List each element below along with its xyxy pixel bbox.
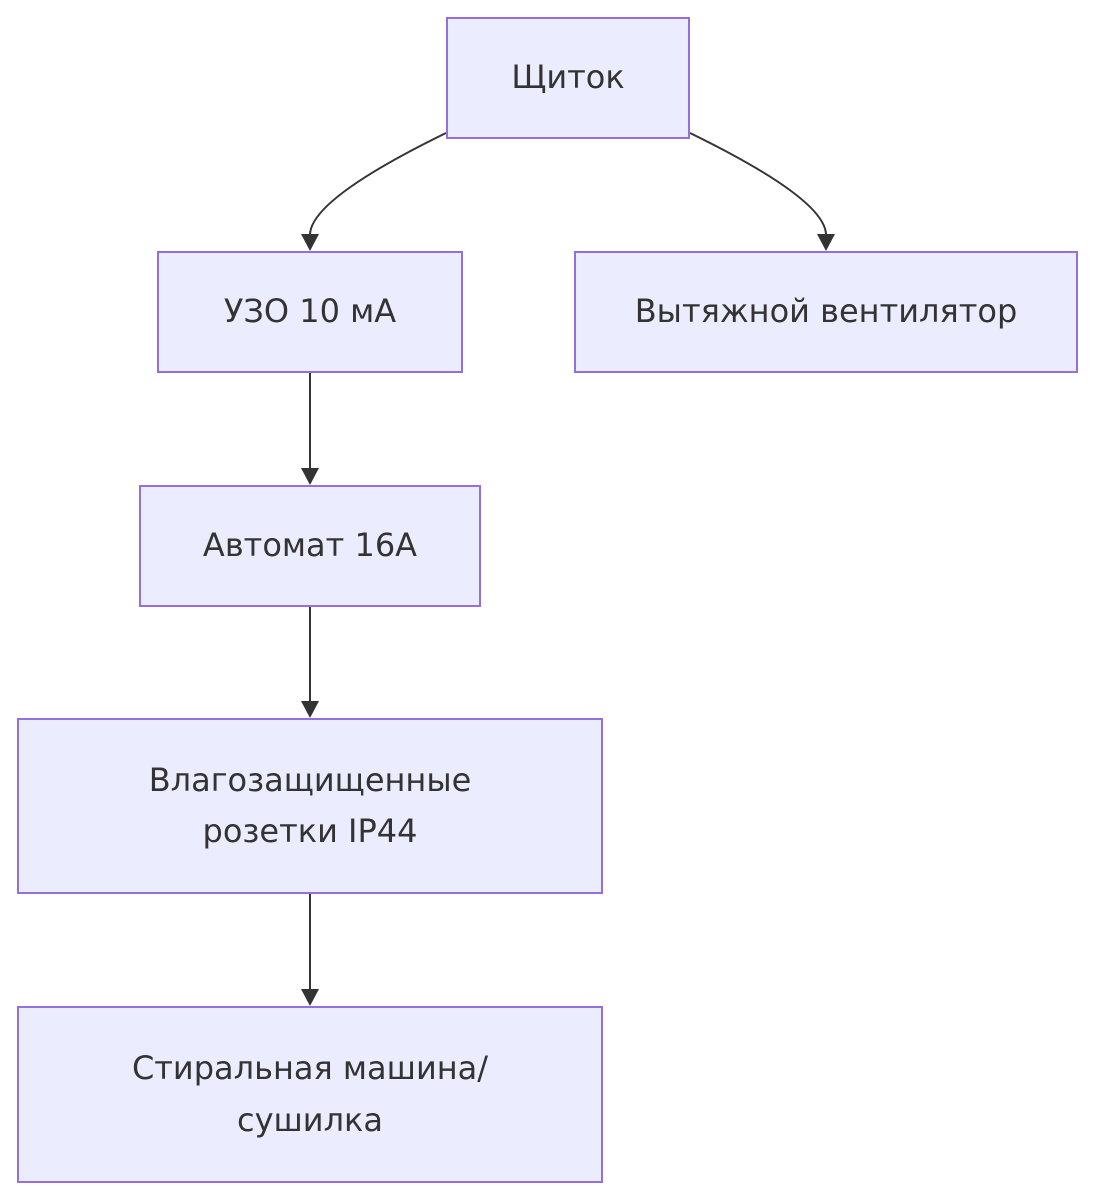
- arrowhead-washer: [301, 989, 319, 1006]
- arrowhead-breaker: [301, 468, 319, 485]
- node-panel: Щиток: [446, 17, 690, 139]
- node-rcd-label: УЗО 10 мА: [223, 292, 397, 331]
- node-breaker: Автомат 16А: [139, 485, 481, 607]
- node-rcd: УЗО 10 мА: [157, 251, 463, 373]
- arrowhead-sockets: [301, 701, 319, 718]
- node-breaker-label: Автомат 16А: [202, 526, 418, 565]
- arrowhead-fan: [817, 234, 835, 251]
- node-waterproof-sockets-label: Влагозащищенные розетки IP44: [148, 760, 472, 850]
- node-exhaust-fan-label: Вытяжной вентилятор: [634, 292, 1018, 331]
- node-waterproof-sockets: Влагозащищенные розетки IP44: [17, 718, 603, 894]
- node-washer-dryer: Стиральная машина/ сушилка: [17, 1006, 603, 1183]
- edge-panel-to-rcd: [309, 132, 447, 245]
- node-panel-label: Щиток: [511, 58, 625, 97]
- arrowhead-rcd: [301, 234, 319, 251]
- node-washer-dryer-label: Стиральная машина/ сушилка: [131, 1049, 489, 1139]
- edge-panel-to-fan: [689, 132, 827, 236]
- node-exhaust-fan: Вытяжной вентилятор: [574, 251, 1078, 373]
